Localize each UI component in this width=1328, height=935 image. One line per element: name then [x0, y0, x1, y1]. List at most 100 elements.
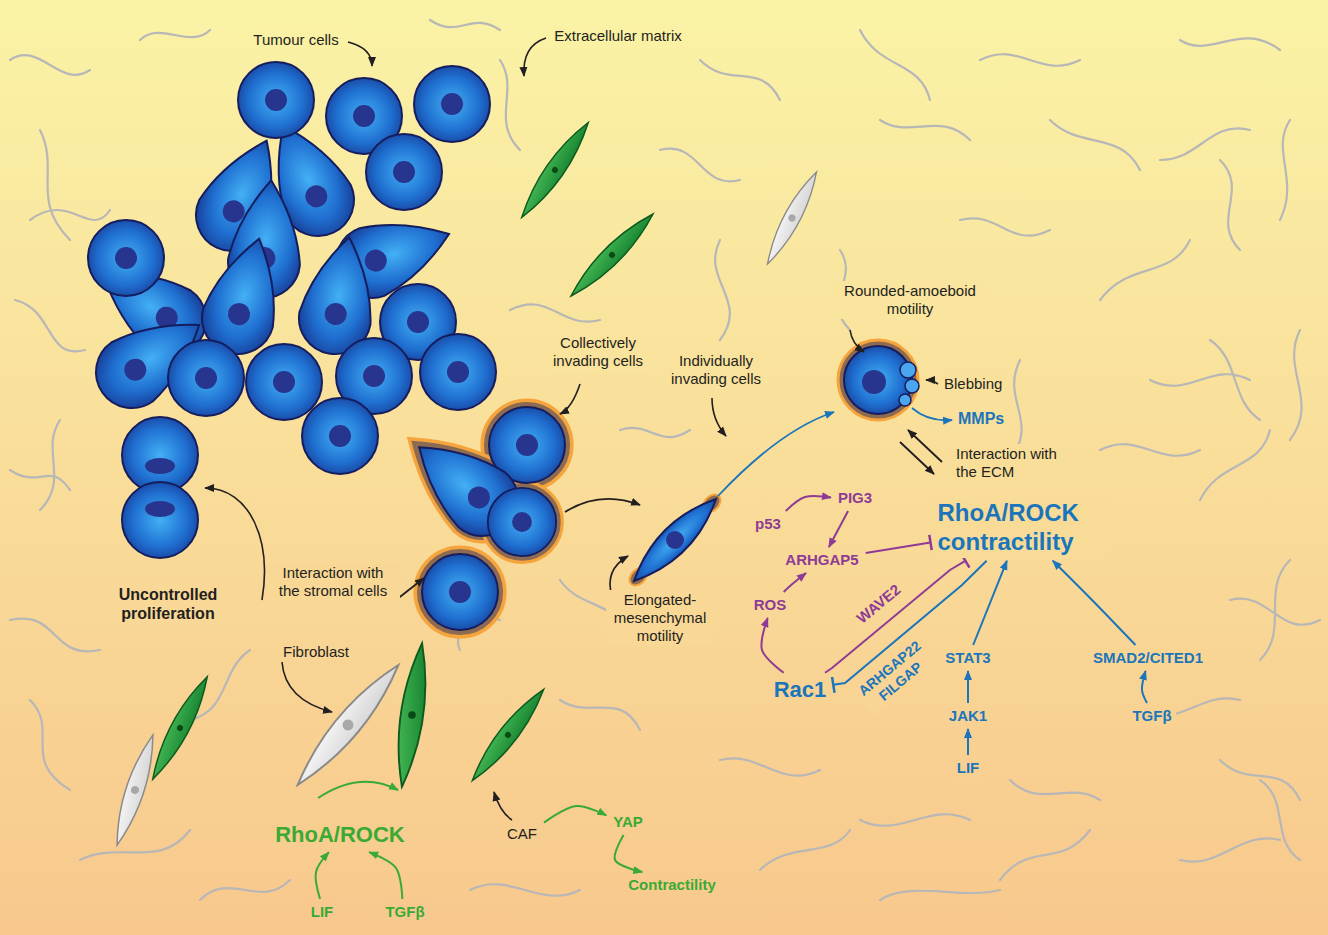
node-text: RhoA/ROCK	[275, 822, 405, 848]
mesenchymal-cell	[621, 486, 728, 593]
caf-cell	[465, 684, 551, 786]
leader-arrow	[348, 42, 372, 66]
leader-arrow	[494, 792, 512, 820]
node-text: PIG3	[838, 489, 872, 507]
amoeboid-cell	[838, 340, 919, 420]
signal-arrow	[973, 561, 1007, 645]
annotation-label: Interaction with the ECM	[952, 444, 1080, 482]
edge-label-text: WAVE2	[853, 581, 904, 628]
annotation-label: Individually invading cells	[662, 351, 770, 389]
annotation-label: Tumour cells	[249, 30, 342, 50]
pathway-node: ARHGAP5	[781, 550, 862, 570]
caf-cell	[514, 117, 595, 222]
tumour-cell	[168, 340, 244, 416]
invading-cell	[488, 488, 556, 556]
node-text: Rac1	[774, 677, 827, 703]
label-text: Tumour cells	[253, 31, 338, 49]
nucleus	[145, 458, 175, 474]
bleb	[905, 379, 919, 393]
ecm-fibres	[10, 20, 1320, 900]
leader-arrow	[282, 662, 332, 712]
inhibition-arrow	[866, 542, 931, 552]
leader-arrow	[712, 398, 726, 436]
label-text: Interaction with the ECM	[956, 445, 1076, 481]
bleb	[899, 394, 911, 406]
tumour-cell	[238, 62, 314, 138]
annotation-label: MMPs	[954, 408, 1008, 429]
illustration-arrows	[205, 38, 952, 820]
signal-arrow	[761, 618, 783, 673]
label-text: Blebbing	[944, 375, 1002, 393]
nucleus	[662, 527, 687, 552]
dividing-cell	[122, 482, 198, 558]
signal-arrow	[784, 573, 806, 592]
pathway-node: Rac1	[770, 676, 831, 704]
label-text: Rounded-amoeboid motility	[838, 282, 983, 318]
nucleus	[862, 370, 886, 394]
node-text: YAP	[613, 813, 642, 831]
signal-arrow	[544, 806, 606, 823]
node-text: JAK1	[949, 707, 987, 725]
pathway-node: JAK1	[945, 706, 991, 726]
nucleus	[145, 501, 175, 517]
label-text: Individually invading cells	[666, 352, 766, 388]
edge-label-text: ARHGAP22 FILGAP	[855, 638, 935, 713]
tumour-cell	[366, 134, 442, 210]
label-text: Extracellular matrix	[554, 27, 682, 45]
pathway-node: RhoA/ROCK	[271, 821, 409, 849]
fibroblast-cell	[288, 657, 407, 793]
annotation-label: Rounded-amoeboid motility	[834, 281, 987, 319]
invading-cell	[422, 554, 498, 630]
annotation-label: Fibroblast	[279, 642, 353, 662]
pathway-node: p53	[751, 514, 785, 534]
caf-cell	[565, 208, 660, 303]
annotation-label: Extracellular matrix	[550, 26, 686, 46]
signal-arrow	[615, 835, 643, 872]
caf-cell	[391, 642, 433, 789]
node-text: Contractility	[628, 876, 716, 894]
signal-arrow	[369, 852, 402, 899]
cell-body	[844, 346, 912, 414]
cell-halo	[838, 340, 918, 420]
leader-arrow	[524, 38, 546, 76]
fibroblast-cell	[760, 168, 823, 268]
label-text: Collectively invading cells	[548, 334, 648, 370]
node-text: CAF	[507, 825, 537, 843]
node-text: TGFβ	[385, 903, 424, 921]
tumour-cell	[302, 398, 378, 474]
tumour-cell	[414, 66, 490, 142]
caf-cell	[145, 673, 215, 784]
pathway-node: TGFβ	[1128, 706, 1175, 726]
node-text: LIF	[311, 903, 334, 921]
node-text: LIF	[957, 759, 980, 777]
signal-arrow	[316, 852, 329, 899]
pathway-node: Contractility	[624, 875, 720, 895]
cell-halo	[415, 547, 505, 637]
interaction-arrow	[908, 430, 942, 462]
signal-arrow	[967, 729, 969, 755]
annotation-label: Collectively invading cells	[544, 333, 652, 371]
fibroblast-cell	[109, 732, 162, 848]
pathway-node: ROS	[750, 595, 791, 615]
transition-arrow	[565, 499, 640, 512]
interaction-arrow	[396, 578, 424, 600]
leader-arrow	[850, 330, 864, 352]
label-text: Elongated-mesenchymal motility	[610, 591, 710, 645]
pathway-node: LIF	[953, 758, 984, 778]
annotation-label: Elongated-mesenchymal motility	[606, 590, 714, 646]
stromal-cells	[109, 117, 824, 848]
bleb	[900, 362, 916, 378]
label-text: Uncontrolled proliferation	[106, 585, 231, 623]
label-text: Interaction with the stromal cells	[271, 564, 396, 600]
tumour-cell	[88, 220, 164, 296]
signal-arrow	[1053, 561, 1136, 645]
signal-arrow	[967, 671, 969, 703]
node-text: ARHGAP5	[785, 551, 858, 569]
pathway-node: TGFβ	[381, 902, 428, 922]
pathway-node: RhoA/ROCK contractility	[934, 498, 1107, 558]
leader-arrow	[560, 384, 580, 414]
node-text: ROS	[754, 596, 787, 614]
